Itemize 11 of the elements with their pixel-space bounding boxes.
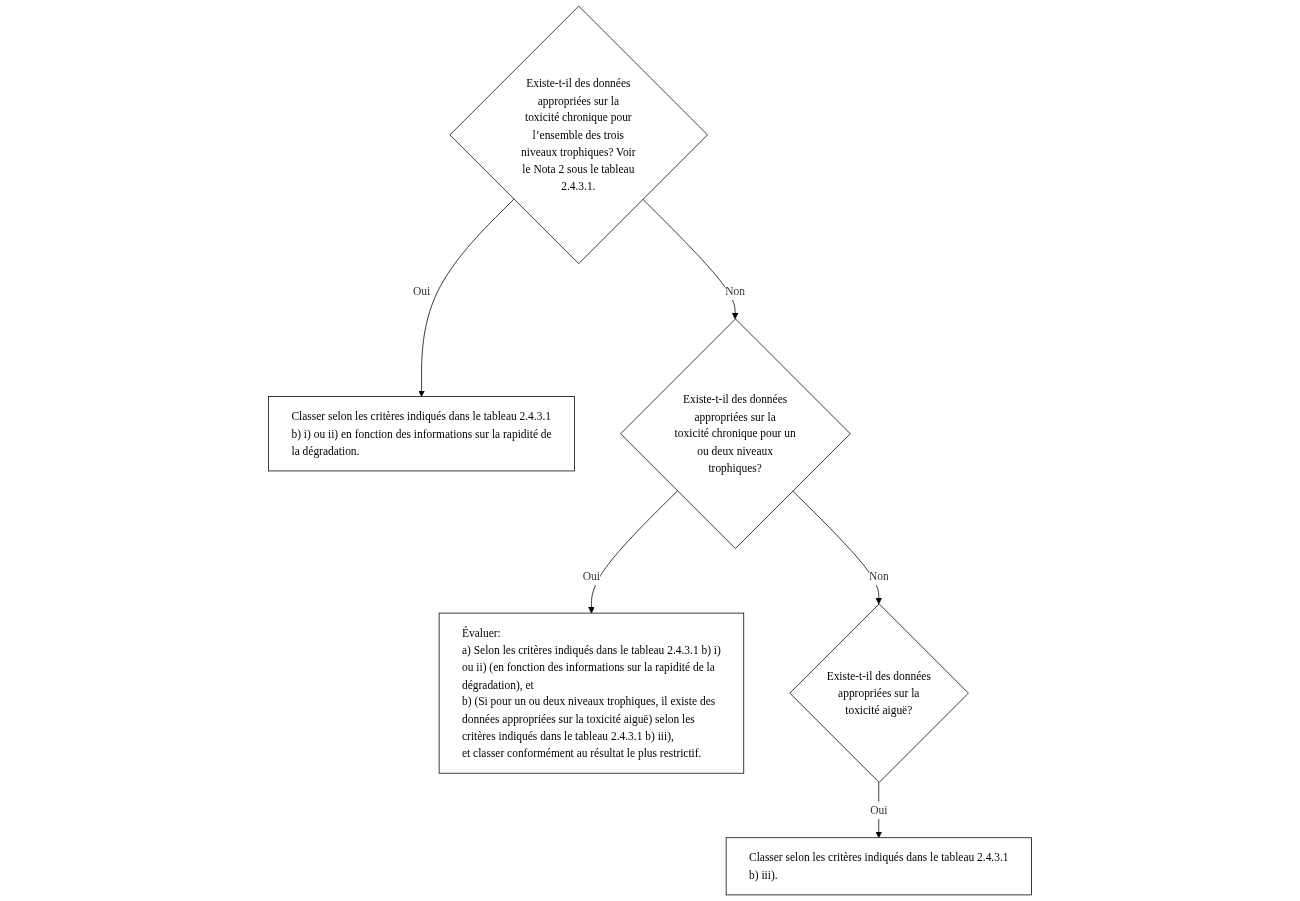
node-box: Évaluer: a) Selon les critères indiqués dans le tableau 2.4.3.1 b) i) ou ii) (en fonction des informations sur la rapidité de la dégradation), et b) (Si pour un ou deux niveaux trophiques, il existe des données appropriées sur la toxicité aiguë) selon les critères indiqués dans le tableau 2.4.3.1 b) iii), et classer conformément au résultat le plus restrictif. (438, 612, 745, 774)
edge-label: Oui (582, 569, 601, 583)
node-box: Classer selon les critères indiqués dans le tableau 2.4.3.1 b) iii). (725, 837, 1032, 896)
node-box: Classer selon les critères indiqués dans le tableau 2.4.3.1 b) i) ou ii) en fonction des informations sur la rapidité de la dégradation. (268, 396, 575, 472)
edge-label: Non (725, 285, 745, 298)
node-diamond: Existe-t-il des données appropriées sur la toxicité chronique pour l’ensemble des trois niveaux trophiques? Voir le Nota 2 sous le tableau 2.4.3.1. (449, 5, 708, 265)
node-diamond: Existe-t-il des données appropriées sur la toxicité chronique pour un ou deux niveaux trophiques? (620, 318, 851, 549)
edge-label: Oui (870, 803, 888, 816)
node-diamond: Existe-t-il des données appropriées sur la toxicité aiguë? (789, 603, 969, 783)
edge-label: Non (868, 569, 889, 583)
edge-label: Oui (412, 285, 431, 298)
